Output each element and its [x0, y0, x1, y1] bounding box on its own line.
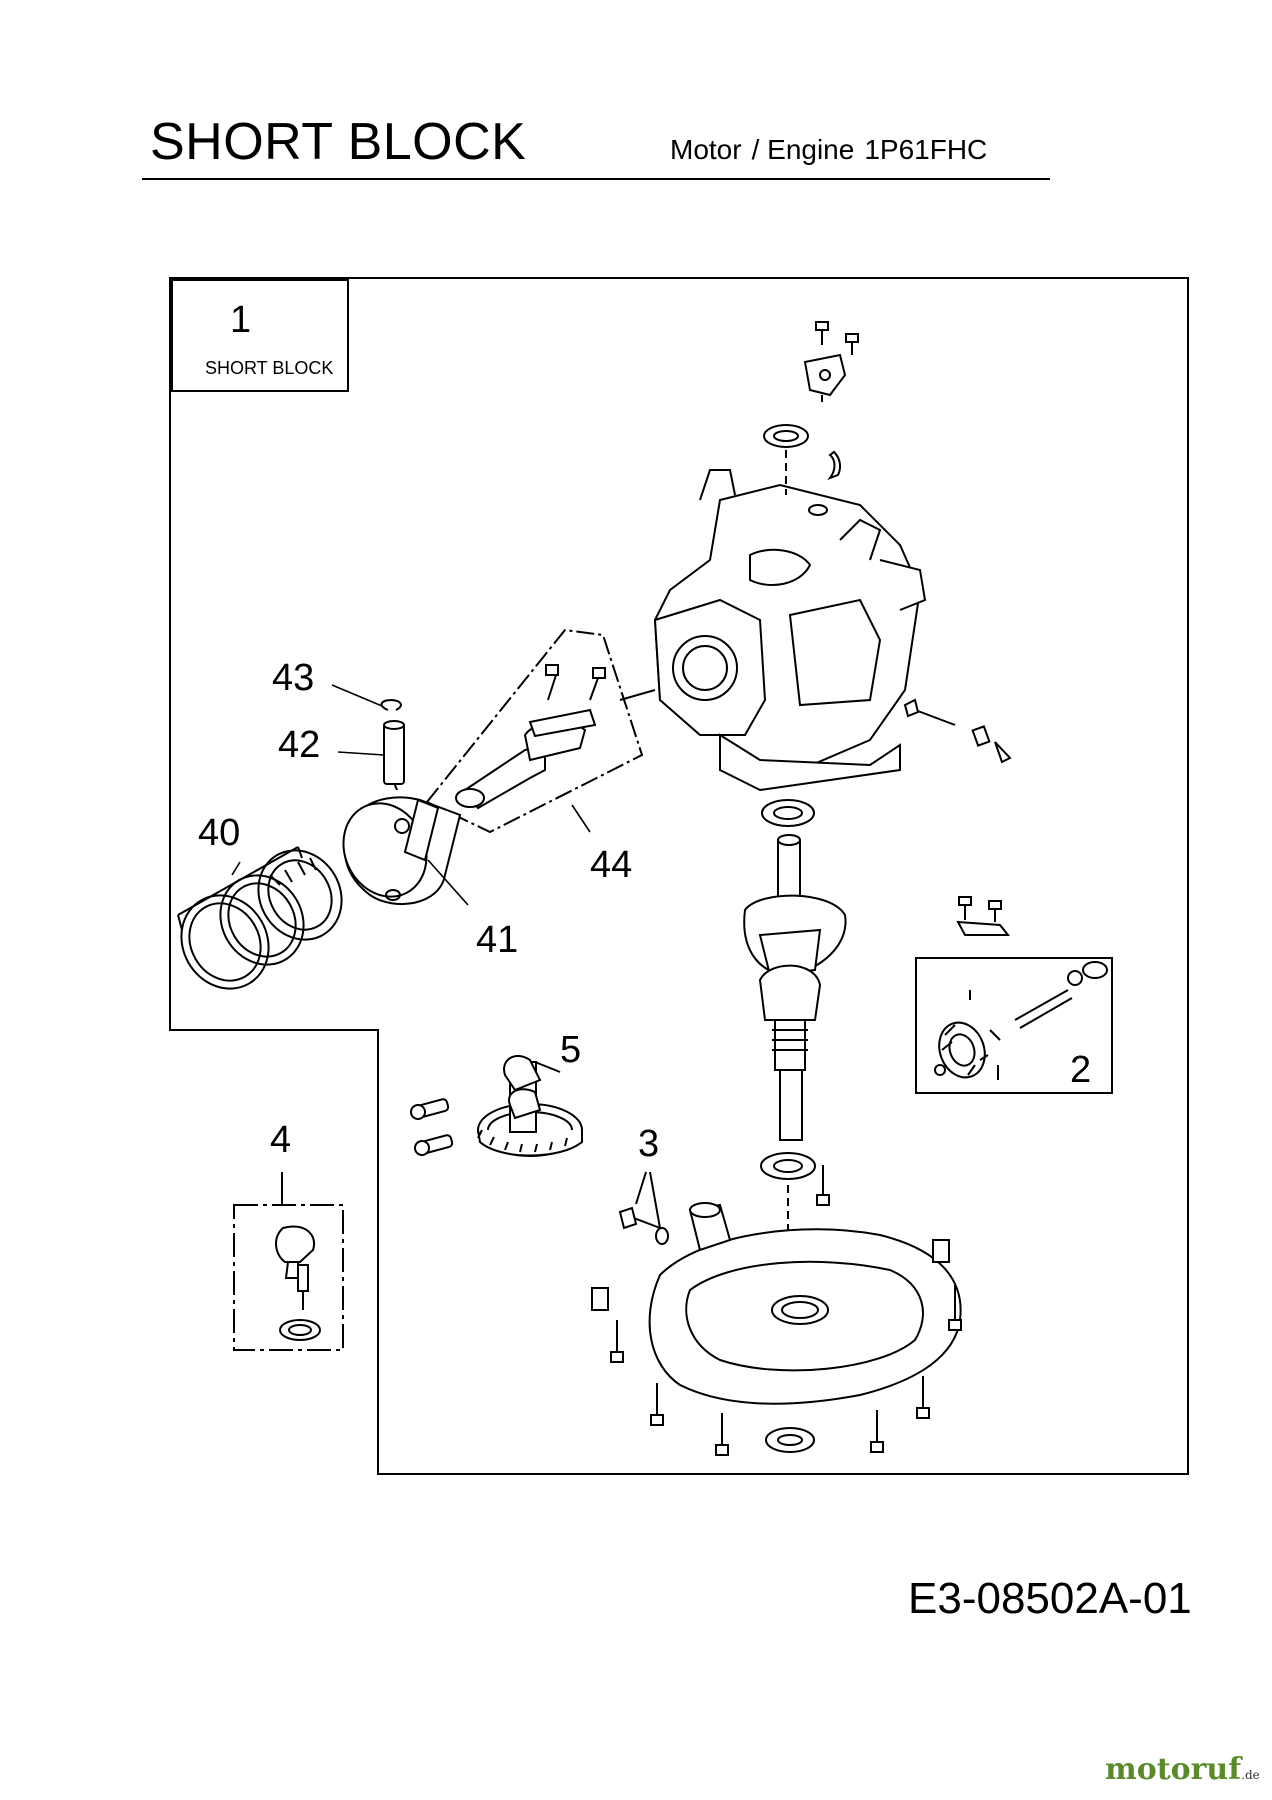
leader-40: [231, 861, 241, 876]
circlip: [380, 698, 402, 711]
piston-clip-lower: [385, 889, 401, 901]
governor-inset-box: [915, 957, 1113, 1094]
crankshaft: [743, 799, 847, 1141]
inset-number: 1: [230, 299, 251, 341]
callout-43: 43: [272, 657, 314, 699]
piston-rings: [177, 846, 343, 990]
piston: [342, 777, 462, 906]
header-rule: [142, 178, 1050, 180]
piston-pin: [383, 720, 405, 785]
crankcase-cover: [648, 1202, 962, 1405]
callout-44: 44: [590, 844, 632, 886]
engine-subtitle: Motor / Engine 1P61FHC: [670, 134, 997, 166]
governor-assembly: [934, 961, 1108, 1080]
leader-41: [427, 859, 469, 906]
governor-arm-bolts: [956, 896, 1011, 936]
connecting-rod: [455, 664, 606, 810]
engine-block: [653, 469, 927, 792]
inset-label: SHORT BLOCK: [205, 358, 333, 378]
breather-plate: [803, 321, 859, 402]
oil-seal-top: [763, 424, 842, 516]
camshaft: [477, 1055, 583, 1157]
leader-44: [571, 804, 591, 833]
callout-2: 2: [1070, 1049, 1091, 1091]
callout-4: 4: [270, 1119, 291, 1161]
watermark-tld: .de: [1241, 1768, 1260, 1782]
page-title: SHORT BLOCK: [150, 113, 527, 171]
cover-bolts: [591, 1165, 962, 1456]
oil-dipstick: [275, 1225, 321, 1341]
watermark-logo: motoruf.de: [1105, 1752, 1260, 1787]
leader-42: [337, 751, 385, 756]
cam-pins: [410, 1098, 454, 1156]
subtitle-model: 1P61FHC: [864, 134, 988, 165]
subtitle-motor: Motor: [670, 134, 742, 165]
cover-bolt-washer: [618, 1171, 669, 1245]
callout-40: 40: [198, 812, 240, 854]
block-side-bolt: [903, 698, 1012, 764]
callout-3: 3: [638, 1123, 659, 1165]
callout-41: 41: [476, 919, 518, 961]
drawing-code: E3-08502A-01: [908, 1574, 1192, 1623]
watermark-brand: motoruf: [1105, 1752, 1242, 1787]
diagram-frame: [169, 277, 1189, 1475]
callout-42: 42: [278, 724, 320, 766]
conrod-dashed-outline: [425, 628, 644, 834]
inset-box: [171, 279, 349, 392]
callout-5: 5: [560, 1029, 581, 1071]
subtitle-engine: / Engine: [751, 134, 855, 165]
leader-43: [331, 684, 383, 707]
dipstick-dashed-box: [233, 1204, 344, 1351]
